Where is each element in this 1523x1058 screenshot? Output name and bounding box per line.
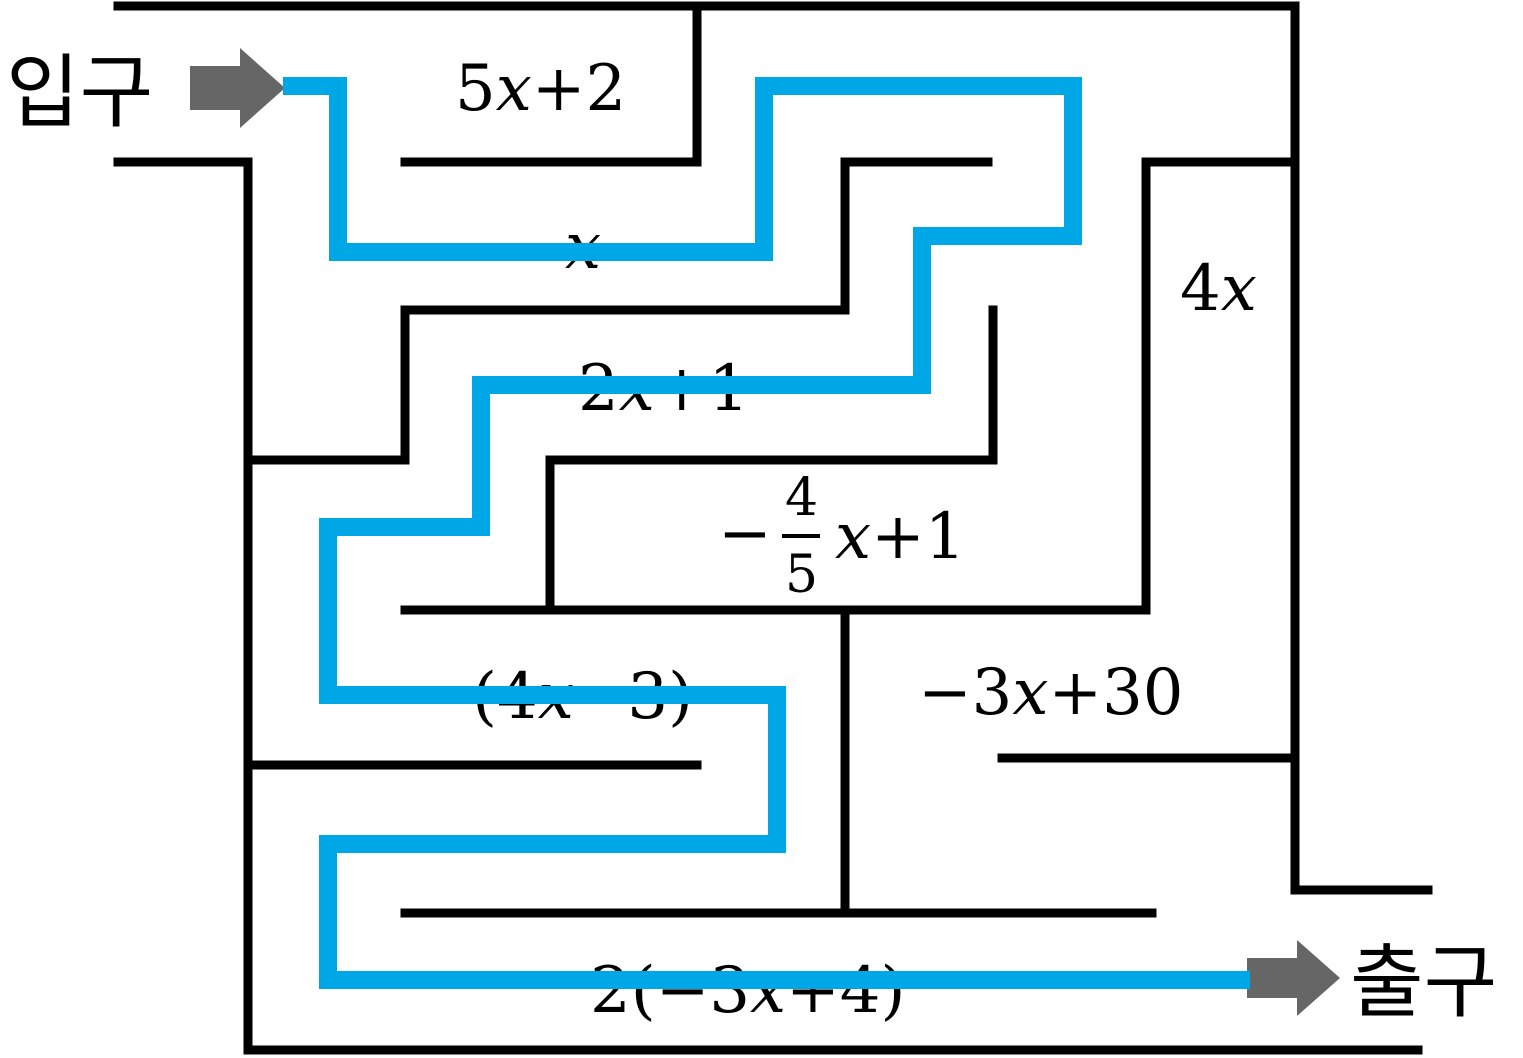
exit-arrow-icon [1247, 940, 1340, 1016]
wall-upper-step [243, 157, 993, 465]
solution-path [283, 77, 1250, 989]
expression-cell-7: −3x+30 [918, 656, 1184, 730]
expression-cell-5: − 4 5 x+1 [718, 468, 965, 605]
expression-cell-3: 4x [1180, 252, 1257, 326]
wall-top-inner [400, 1, 702, 167]
expression-cell-1: 5x+2 [455, 52, 626, 126]
wall-right-inner [400, 157, 1300, 615]
exit-label: 출구 [1350, 936, 1497, 1029]
entrance-label: 입구 [6, 46, 153, 139]
wall-middle-box [545, 305, 998, 615]
expression-5-denominator: 5 [785, 545, 818, 605]
fraction-bar [782, 534, 820, 538]
entrance-arrow-icon [190, 48, 285, 128]
expression-5-tail: x+1 [835, 500, 965, 574]
wall-left-outer [113, 157, 1423, 1055]
maze-walls [113, 1, 1433, 1055]
wall-top-outer [113, 1, 1433, 895]
expression-5-numerator: 4 [785, 468, 818, 528]
expression-5-sign: − [718, 497, 772, 571]
expression-cell-8: 2(−3x+4) [590, 954, 905, 1028]
